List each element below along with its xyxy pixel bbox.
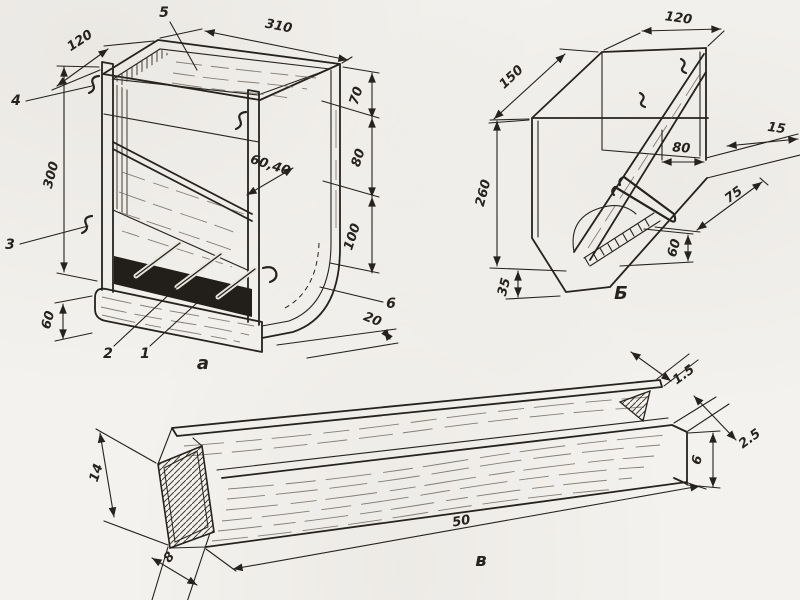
right-post [247,89,260,326]
v-back-end-cap [618,389,651,423]
hook-right-post [234,110,248,131]
b-scoop-curve [572,205,637,253]
b-wire-handle [613,175,677,223]
dim-a-top-70: 70 [347,85,367,107]
part-callout-3: 3 [5,237,15,253]
dim-a-gap-60-40: 60,40 [248,152,292,179]
b-body-profile [531,117,708,293]
slanted-feed-board [112,141,253,222]
left-post [101,61,114,293]
dim-a-low-100: 100 [341,222,364,252]
view-label-a: а [197,353,209,374]
dim-v-front-thickness: 2.5 [736,426,763,452]
b-hook-lower [638,91,647,109]
dim-b-slope-75: 75 [722,184,745,207]
dim-a-mid-80: 80 [349,147,369,169]
dim-a-board-height: 60 [39,309,58,330]
dim-b-inner-80: 80 [672,140,691,156]
part-callout-2: 2 [103,346,113,362]
trough-front-board [94,287,263,353]
hook-lower-right [261,266,278,284]
dim-b-width: 120 [664,9,693,28]
feed-gap-dark-opening [114,256,252,317]
v-left-end-cap [157,444,215,550]
dim-b-lip-15: 15 [766,120,786,137]
dim-v-length: 50 [451,513,471,531]
dim-b-height: 260 [473,178,495,208]
part-callout-6: 6 [386,296,396,312]
dimension-lines-v [95,351,737,600]
dim-v-back-thickness: 1.5 [670,362,697,388]
b-feed-strip-hatch [584,218,650,266]
trough-tines [133,240,258,300]
dimension-lines-b [488,25,799,300]
dim-a-lip-20: 20 [361,309,383,330]
hook-mid-left [80,214,94,235]
hook-top-left [87,74,101,95]
part-callout-1: 1 [140,346,150,362]
hopper-inner-back-wall-hatch [113,49,169,85]
dim-v-board-6: 6 [689,454,706,467]
dim-a-length: 310 [264,17,294,37]
view-label-v: в [475,550,486,571]
b-chute-board [573,53,707,261]
dim-b-edge-60: 60 [665,237,684,258]
drawing-a-hopper-feeder: 5 4 3 2 1 6 120 310 300 60 70 80 [5,5,399,374]
dim-a-height: 300 [41,160,63,190]
drawing-b-corner-feeder: 150 120 260 35 80 15 75 60 Б [473,9,800,304]
view-label-b: Б [614,283,628,304]
dim-b-foot: 35 [495,276,514,297]
part-callout-5: 5 [159,5,169,21]
v-back-board [171,379,663,437]
side-skid-panel [261,63,341,339]
dim-b-depth: 150 [497,63,527,92]
part-callout-4: 4 [10,93,21,109]
dim-a-depth: 120 [65,27,96,54]
drawing-v-long-trough: 14 8 50 1.5 2.5 6 в [87,351,764,600]
dimension-lines-a [51,28,399,359]
dim-v-end-height: 14 [87,462,107,484]
part-leaders-a [19,21,384,347]
b-hook-upper [679,57,688,75]
